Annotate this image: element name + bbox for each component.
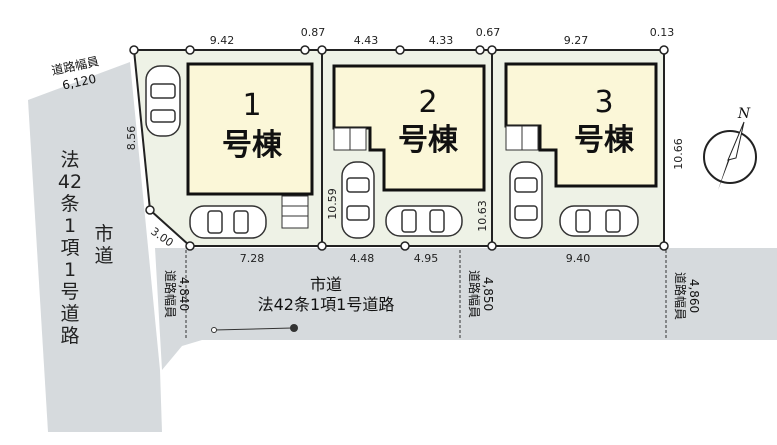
west-road-name-char: 条 bbox=[60, 193, 79, 215]
road-width-value: 4,850 bbox=[481, 277, 495, 311]
west-road-name-char: 1 bbox=[64, 215, 76, 237]
compass-icon: N bbox=[703, 106, 757, 190]
west-road-name-char: 42 bbox=[58, 171, 82, 193]
dim-top-3: 4.43 bbox=[354, 34, 379, 47]
road-width-title: 道路幅員 bbox=[673, 272, 688, 320]
road-width-2: 道路幅員 4,850 bbox=[467, 270, 495, 318]
dim-top-7: 0.13 bbox=[650, 26, 675, 39]
car-icon bbox=[509, 161, 543, 239]
west-road-name-char: 項 bbox=[60, 237, 79, 259]
car-icon bbox=[385, 205, 463, 237]
west-road-city-char: 道 bbox=[94, 245, 113, 267]
road-width-title: 道路幅員 bbox=[467, 270, 482, 318]
car-icon bbox=[559, 205, 639, 237]
house-1-number: 1 bbox=[242, 88, 261, 123]
dim-bottom-2: 4.48 bbox=[350, 252, 375, 265]
dim-top-5: 0.67 bbox=[476, 26, 501, 39]
boundary-markers bbox=[129, 45, 669, 251]
south-road bbox=[155, 248, 777, 370]
south-road-arrow bbox=[211, 324, 298, 333]
house-2-number: 2 bbox=[418, 85, 437, 120]
dim-side-1: 8.56 bbox=[125, 126, 138, 151]
dim-top-6: 9.27 bbox=[564, 34, 589, 47]
dim-top-4: 4.33 bbox=[429, 34, 454, 47]
dim-top-2: 0.87 bbox=[301, 26, 326, 39]
road-width-title: 道路幅員 bbox=[163, 270, 178, 318]
west-road bbox=[28, 62, 162, 432]
dim-side-5: 10.66 bbox=[672, 138, 685, 170]
dim-bottom-3: 4.95 bbox=[414, 252, 439, 265]
porch-3 bbox=[505, 125, 539, 151]
house-1-footprint bbox=[186, 62, 314, 196]
house-1-name: 号棟 bbox=[222, 128, 283, 163]
dim-bottom-4: 9.40 bbox=[566, 252, 591, 265]
west-road-name-char: 1 bbox=[64, 259, 76, 281]
car-icon bbox=[341, 161, 375, 239]
south-road-title: 市道 bbox=[310, 275, 342, 294]
house-3-number: 3 bbox=[594, 85, 613, 120]
dim-side-3: 10.59 bbox=[326, 188, 339, 220]
west-road-name-char: 号 bbox=[60, 281, 79, 303]
compass-north-label: N bbox=[737, 106, 751, 122]
south-road-subtitle: 法42条1項1号道路 bbox=[258, 295, 395, 314]
west-road-name-char: 路 bbox=[60, 325, 79, 347]
road-width-value: 4,860 bbox=[687, 279, 701, 313]
dim-bottom-1: 7.28 bbox=[240, 252, 265, 265]
dim-side-4: 10.63 bbox=[476, 200, 489, 232]
car-icon bbox=[145, 65, 181, 137]
west-road-city-char: 市 bbox=[94, 223, 113, 245]
house-2-name: 号棟 bbox=[398, 123, 459, 158]
road-width-1: 道路幅員 4,840 bbox=[163, 270, 191, 318]
car-icon bbox=[189, 205, 267, 239]
west-road-width-value: 6,120 bbox=[61, 72, 98, 93]
road-width-value: 4,840 bbox=[177, 277, 191, 311]
porch-1 bbox=[281, 195, 309, 229]
road-width-3: 道路幅員 4,860 bbox=[673, 272, 701, 320]
dim-top-1: 9.42 bbox=[210, 34, 235, 47]
west-road-name: 法 42 条 1 項 1 号 道 路 市 道 bbox=[58, 149, 114, 347]
west-road-name-char: 法 bbox=[60, 149, 79, 171]
west-road-name-char: 道 bbox=[60, 303, 79, 325]
porch-2 bbox=[333, 127, 367, 151]
house-3-name: 号棟 bbox=[574, 123, 635, 158]
